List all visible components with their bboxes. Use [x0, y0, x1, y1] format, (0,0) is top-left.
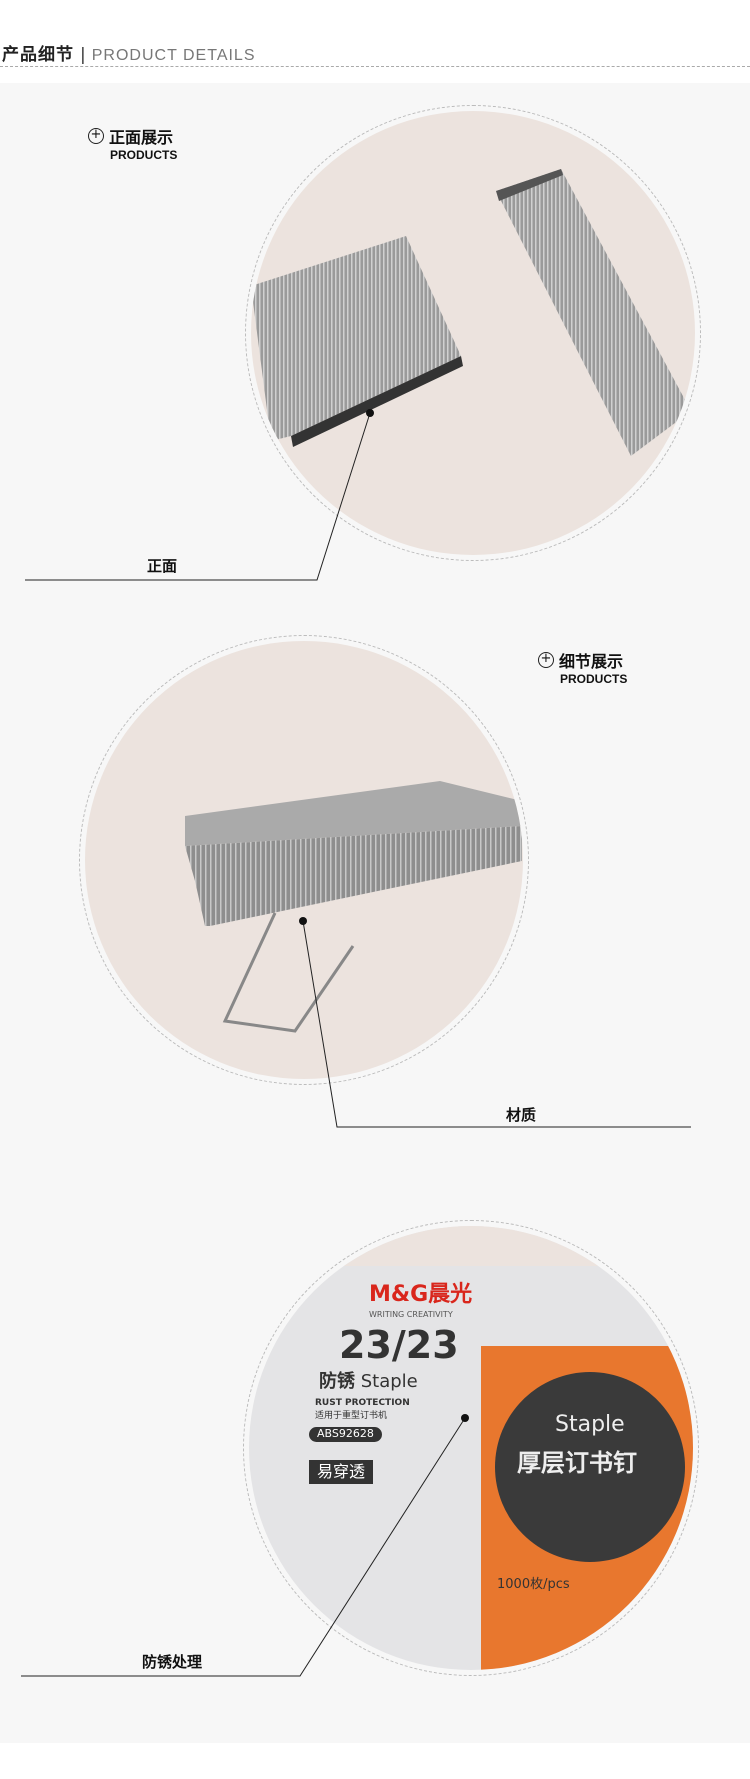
box-type-cn: 防锈 — [319, 1371, 355, 1392]
box-easy: 易穿透 — [309, 1460, 374, 1485]
circle-ring — [245, 105, 701, 561]
header-title-en: PRODUCT DETAILS — [91, 47, 256, 64]
section-subheading: PRODUCTS — [110, 148, 178, 162]
section-heading: 正面展示 — [109, 128, 174, 147]
panel-cn: 厚层订书钉 — [517, 1449, 637, 1477]
section-heading: 细节展示 — [559, 652, 624, 671]
box-model: ABS92628 — [309, 1427, 382, 1442]
circle-ring — [79, 635, 529, 1085]
callout-caption: 正面 — [147, 557, 178, 575]
box-fit: 适用于重型订书机 — [315, 1411, 388, 1421]
plus-circle-icon: + — [88, 128, 104, 144]
callout-caption: 防锈处理 — [142, 1653, 203, 1671]
detail-photo — [85, 641, 523, 1079]
box-brand: M&G晨光 — [369, 1282, 473, 1307]
dark-circle: Staple 厚层订书钉 — [495, 1372, 685, 1562]
box-count: 1000枚/pcs — [497, 1577, 570, 1592]
staples-front-image — [251, 169, 691, 456]
front-display-label: + 正面展示 PRODUCTS — [88, 124, 177, 162]
box-size: 23/23 — [339, 1323, 459, 1367]
panel-en: Staple — [555, 1412, 625, 1437]
callout-caption: 材质 — [506, 1106, 537, 1124]
photo-background — [249, 1226, 693, 1266]
box-rust: RUST PROTECTION — [315, 1398, 410, 1408]
detail-display-label: + 细节展示 PRODUCTS — [538, 648, 627, 686]
orange-panel: Staple 厚层订书钉 1000枚/pcs — [481, 1346, 693, 1670]
staples-detail-image — [185, 781, 522, 1033]
header-separator: | — [80, 45, 86, 65]
callout-dot — [461, 1414, 469, 1422]
callout-line-material — [302, 920, 691, 1128]
front-photo — [251, 111, 695, 555]
callout-line-rust — [21, 1417, 466, 1677]
section-header: 产品细节 | PRODUCT DETAILS — [2, 40, 256, 65]
callout-line-front — [25, 412, 371, 581]
circle-ring — [243, 1220, 699, 1676]
box-tagline: WRITING CREATIVITY — [369, 1310, 453, 1319]
callout-dot — [299, 917, 307, 925]
box-type-en: Staple — [360, 1371, 418, 1392]
callout-dot — [366, 409, 374, 417]
dashed-divider — [0, 66, 750, 67]
header-title-cn: 产品细节 — [2, 45, 74, 65]
plus-circle-icon: + — [538, 652, 554, 668]
box-photo: M&G晨光 WRITING CREATIVITY 23/23 防锈 Staple… — [249, 1226, 693, 1670]
section-subheading: PRODUCTS — [560, 672, 628, 686]
